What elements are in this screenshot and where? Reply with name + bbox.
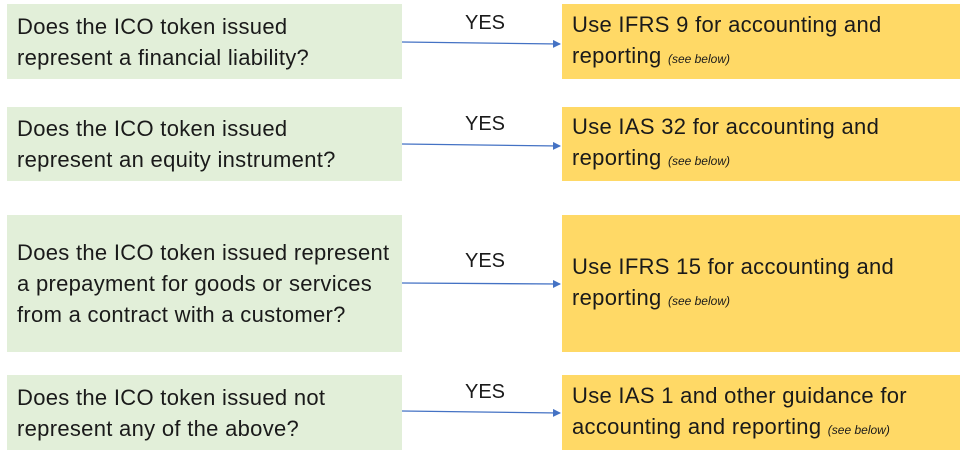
answer-main-3: Use IFRS 15 for accounting and reporting [572, 253, 895, 310]
answer-note-2: (see below) [667, 154, 730, 168]
yes-label-2: YES [464, 113, 506, 135]
question-box-1: Does the ICO token issued represent a fi… [7, 4, 402, 79]
question-box-3: Does the ICO token issued represent a pr… [7, 215, 402, 352]
question-text-3: Does the ICO token issued represent a pr… [17, 240, 390, 327]
answer-text-1: Use IFRS 9 for accounting and reporting … [572, 9, 902, 75]
arrow-4 [401, 408, 561, 417]
answer-box-1: Use IFRS 9 for accounting and reporting … [562, 4, 960, 79]
answer-main-4: Use IAS 1 and other guidance for account… [572, 382, 907, 439]
question-text-2: Does the ICO token issued represent an e… [17, 116, 336, 172]
answer-box-2: Use IAS 32 for accounting and reporting … [562, 107, 960, 181]
question-box-4: Does the ICO token issued not represent … [7, 375, 402, 450]
answer-main-2: Use IAS 32 for accounting and reporting [572, 114, 880, 170]
answer-note-1: (see below) [667, 51, 730, 66]
answer-text-4: Use IAS 1 and other guidance for account… [572, 380, 942, 446]
answer-box-3: Use IFRS 15 for accounting and reporting… [562, 215, 960, 352]
yes-label-1: YES [464, 12, 506, 34]
question-text-1: Does the ICO token issued represent a fi… [17, 13, 310, 70]
answer-box-4: Use IAS 1 and other guidance for account… [562, 375, 960, 450]
answer-text-2: Use IAS 32 for accounting and reporting … [572, 111, 902, 177]
arrow-2 [401, 141, 561, 150]
answer-note-4: (see below) [827, 422, 890, 437]
yes-label-3: YES [464, 250, 506, 272]
question-box-2: Does the ICO token issued represent an e… [7, 107, 402, 181]
arrow-3 [401, 279, 561, 288]
answer-main-1: Use IFRS 9 for accounting and reporting [572, 11, 882, 68]
arrow-1 [401, 39, 561, 48]
answer-text-3: Use IFRS 15 for accounting and reporting… [572, 251, 917, 317]
question-text-4: Does the ICO token issued not represent … [17, 384, 326, 441]
yes-label-4: YES [464, 381, 506, 403]
answer-note-3: (see below) [667, 293, 730, 308]
